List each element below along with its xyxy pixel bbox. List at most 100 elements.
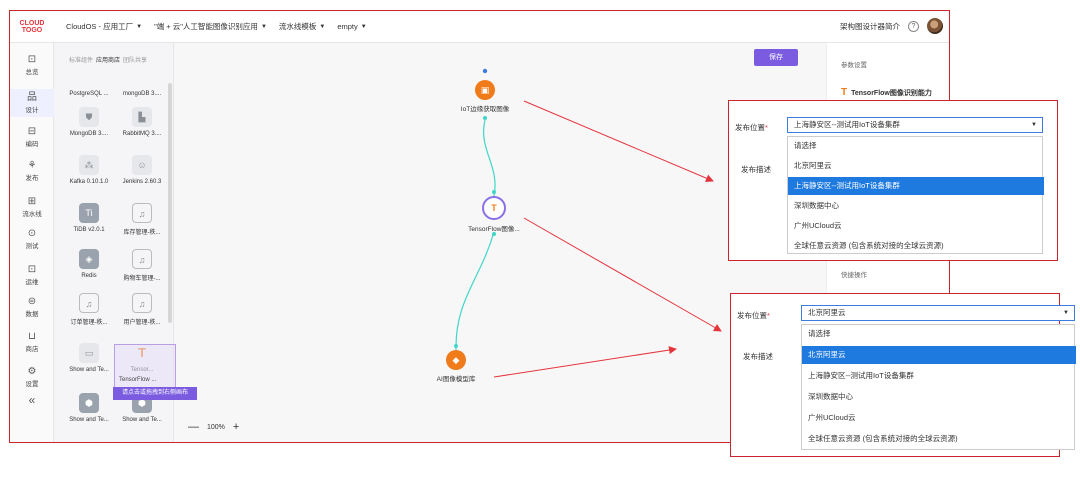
sidebar-item-3[interactable]: ⚘ 发布 <box>10 157 54 185</box>
palette-component[interactable]: ⛊MongoDB 3.... <box>64 107 114 137</box>
location-option[interactable]: 深圳数据中心 <box>794 201 839 210</box>
publish-location-select[interactable]: 上海静安区--测试用IoT设备集群 ▼ <box>787 117 1043 133</box>
location-option[interactable]: 请选择 <box>794 141 817 150</box>
palette-component[interactable]: ♫订单管理-秩... <box>64 293 114 326</box>
location-option[interactable]: 上海静安区--测试用IoT设备集群 <box>808 371 914 380</box>
location-option[interactable]: 北京阿里云 <box>802 346 1076 364</box>
drag-ghost-label: TensorFlow ... <box>119 377 157 383</box>
component-label: 订单管理-秩... <box>70 320 108 326</box>
location-option[interactable]: 北京阿里云 <box>794 161 832 170</box>
tab-team-share[interactable]: 团队共享 <box>123 58 148 64</box>
location-option[interactable]: 全球任意云资源 (包含系统对接的全球云资源) <box>808 434 958 443</box>
pipeline-template-menu[interactable]: 流水线模板▼ <box>279 21 325 32</box>
component-icon: ◈ <box>79 249 99 269</box>
sidebar-item-8[interactable]: ⊔ 商店 <box>10 328 54 356</box>
publish-location-options: 请选择北京阿里云上海静安区--测试用IoT设备集群深圳数据中心广州UCloud云… <box>801 324 1076 450</box>
palette-component[interactable]: ▙RabbitMQ 3.... <box>117 107 167 137</box>
sidebar-item-5[interactable]: ⊙测试 <box>10 225 54 253</box>
project-menu[interactable]: CloudOS - 应用工厂▼ <box>66 21 142 32</box>
sidebar-item-4[interactable]: ⊞流水线 <box>10 193 54 221</box>
designer-intro-link[interactable]: 架构图设计器简介 <box>840 21 900 31</box>
component-label: Jenkins 2.60.3 <box>122 179 162 185</box>
avatar[interactable] <box>927 18 943 34</box>
palette-component[interactable]: PostgreSQL ... <box>64 91 114 97</box>
palette-scrollbar[interactable] <box>168 83 172 323</box>
sidebar-item-label: 商店 <box>25 346 39 353</box>
save-button[interactable]: 保存 <box>754 49 798 66</box>
chevron-down-icon: ▼ <box>319 23 326 30</box>
component-label: MongoDB 3.... <box>69 131 109 137</box>
palette-component[interactable]: ♫库存管理-秩... <box>117 203 167 236</box>
nav-icon: ⚘ <box>27 160 37 171</box>
component-label: TiDB v2.0.1 <box>73 227 105 233</box>
location-option[interactable]: 深圳数据中心 <box>808 392 853 401</box>
required-mark: * <box>765 123 768 132</box>
sidebar-item-2[interactable]: ⊟编码 <box>10 123 54 151</box>
publish-location-selected: 北京阿里云 <box>808 308 846 317</box>
palette-component[interactable]: ♫购物车管理-... <box>117 249 167 282</box>
node-label: IoT边缘获取图像 <box>460 106 510 113</box>
palette-component[interactable]: ⬢Show and Te... <box>64 393 114 423</box>
component-icon: ⁂ <box>79 155 99 175</box>
collapse-sidebar-icon[interactable]: « <box>28 393 36 407</box>
node-iot-edge[interactable]: ▣IoT边缘获取图像 <box>453 80 517 113</box>
help-icon[interactable]: ? <box>908 20 919 32</box>
publish-desc-label: 发布描述 <box>743 352 773 361</box>
zoom-in-button[interactable]: + <box>232 421 240 433</box>
sidebar-item-label: 运维 <box>25 279 39 286</box>
location-option[interactable]: 全球任意云资源 (包含系统对接的全球云资源) <box>794 241 944 250</box>
drag-tooltip: 请点击或拖拽到右侧画布 <box>113 387 197 400</box>
palette-component[interactable]: ▭Show and Te... <box>64 343 114 373</box>
nav-icon: 品 <box>27 92 37 103</box>
required-mark: * <box>767 311 770 320</box>
sidebar-item-1[interactable]: 品设计 <box>10 89 54 117</box>
palette-component[interactable]: ☺ Jenkins 2.60.3 <box>117 155 167 185</box>
location-option[interactable]: 请选择 <box>808 329 831 338</box>
node-ai-model-lib[interactable]: ◆AI图像模型库 <box>424 350 488 383</box>
app-menu[interactable]: "端 + 云"人工智能图像识别应用▼ <box>154 21 267 32</box>
nav-icon: ⊟ <box>27 126 37 137</box>
publish-location-select[interactable]: 北京阿里云 ▼ <box>801 305 1075 321</box>
zoom-control: — 100% + <box>188 421 239 433</box>
palette-component[interactable]: ⁂ Kafka 0.10.1.0 <box>64 155 114 185</box>
publish-location-label-text: 发布位置 <box>737 311 767 320</box>
tab-app-store[interactable]: 应用商店 <box>96 58 121 64</box>
template-select[interactable]: empty▼ <box>337 22 366 31</box>
publish-location-label: 发布位置* <box>735 122 768 133</box>
publish-location-callout-1: 发布位置* 上海静安区--测试用IoT设备集群 ▼ 发布描述 请选择北京阿里云上… <box>728 100 1058 261</box>
location-option[interactable]: 上海静安区--测试用IoT设备集群 <box>788 177 1044 195</box>
component-label: RabbitMQ 3.... <box>122 131 162 137</box>
params-title: 参数设置 <box>841 62 867 69</box>
sidebar-item-label: 发布 <box>25 175 39 182</box>
sidebar-item-label: 设置 <box>25 381 39 388</box>
location-option[interactable]: 广州UCloud云 <box>794 221 842 230</box>
palette-component[interactable]: ♫用户管理-秩... <box>117 293 167 326</box>
sidebar-item-6[interactable]: ⊡运维 <box>10 261 54 289</box>
component-icon: ⬢ <box>79 393 99 413</box>
template-select-label: empty <box>337 22 358 31</box>
publish-location-options: 请选择北京阿里云上海静安区--测试用IoT设备集群深圳数据中心广州UCloud云… <box>787 136 1044 254</box>
chevron-down-icon: ▼ <box>136 23 143 30</box>
tab-standard-components[interactable]: 标准组件 <box>69 58 94 64</box>
component-label: Kafka 0.10.1.0 <box>69 179 109 185</box>
sidebar-item-label: 设计 <box>25 107 39 114</box>
logo-line-1: CLOUD <box>19 19 45 27</box>
sidebar-item-7[interactable]: ⊜数据 <box>10 293 54 321</box>
selected-component-name: TensorFlow图像识别能力 <box>851 89 932 97</box>
component-icon: ☺ <box>132 155 152 175</box>
palette-component[interactable]: ◈ Redis <box>64 249 114 279</box>
zoom-out-button[interactable]: — <box>188 421 199 433</box>
nav-icon: ⊔ <box>28 331 36 342</box>
brand-logo[interactable]: CLOUD TOGO <box>10 20 54 34</box>
component-label: Redis <box>81 273 97 279</box>
sidebar-item-9[interactable]: ⚙设置 <box>10 363 54 391</box>
nav-icon: ⊞ <box>27 196 37 207</box>
component-label: 库存管理-秩... <box>123 230 161 236</box>
selected-component: T TensorFlow图像识别能力 <box>841 87 932 98</box>
topbar-right: 架构图设计器简介 ? <box>840 18 943 34</box>
palette-component[interactable]: mongoDB 3.... <box>117 91 167 97</box>
sidebar-item-0[interactable]: ⊡总览 <box>10 51 54 79</box>
location-option[interactable]: 广州UCloud云 <box>808 413 856 422</box>
